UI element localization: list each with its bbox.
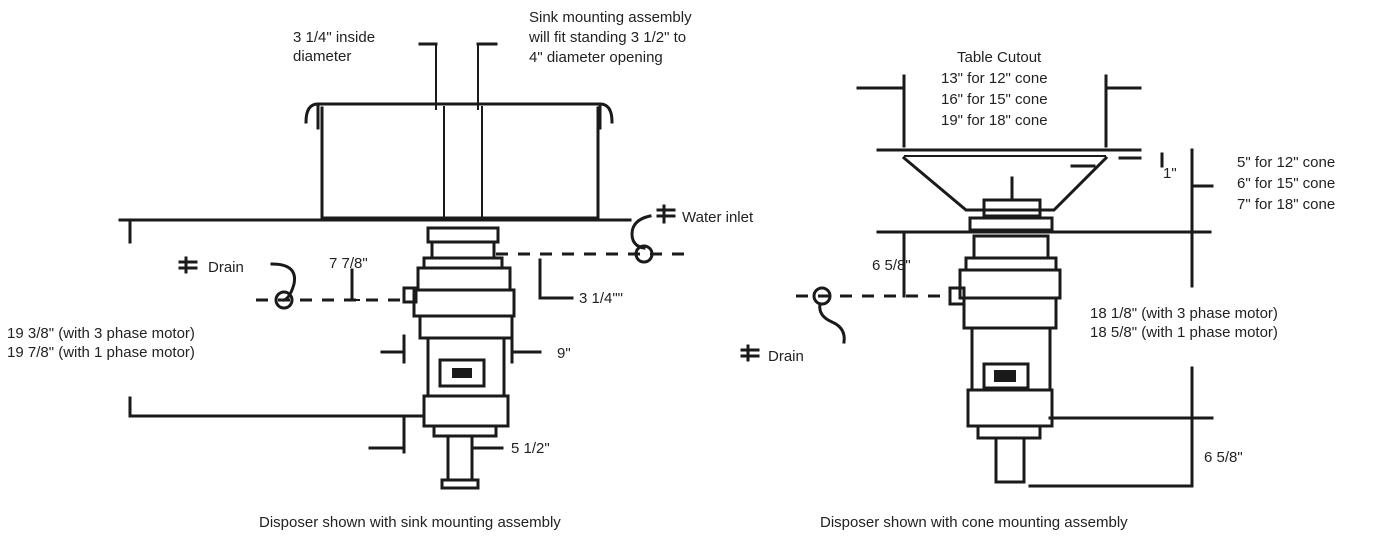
cone-mounting-drawing <box>740 74 1214 488</box>
dimension-1-inch <box>1070 152 1164 168</box>
dimension-3-1-4 <box>538 258 574 300</box>
dimension-9-inch <box>380 334 542 364</box>
sink-mounting-drawing <box>118 42 690 490</box>
inside-diameter-dimension <box>418 42 498 110</box>
mounting-note-line-3: 4" diameter opening <box>529 49 663 66</box>
overall-height-bracket <box>128 220 426 418</box>
dimension-9-label: 9" <box>557 345 571 362</box>
dimension-5-1-2 <box>368 416 504 454</box>
sink-water-inlet-pipe <box>496 214 690 264</box>
dimension-7-7-8 <box>346 268 360 302</box>
water-inlet-label: Water inlet <box>682 209 754 226</box>
cone-caption: Disposer shown with cone mounting assemb… <box>820 514 1128 531</box>
centerline-symbol-icon <box>740 344 760 362</box>
sink-bowl <box>304 102 614 220</box>
mounting-note-line-2: will fit standing 3 1/2" to <box>528 29 686 46</box>
cone <box>901 155 1109 218</box>
height-1-phase-label-right: 18 5/8" (with 1 phase motor) <box>1090 324 1278 341</box>
cone-drain-pipe <box>796 286 950 344</box>
height-3-phase-label-right: 18 1/8" (with 3 phase motor) <box>1090 305 1278 322</box>
depth-12-label: 5" for 12" cone <box>1237 154 1335 171</box>
inside-diameter-label-2: diameter <box>293 48 351 65</box>
sink-disposer-body <box>402 226 516 490</box>
centerline-symbol-icon <box>178 204 676 274</box>
sink-drain-pipe <box>256 262 404 310</box>
drain-label-left: Drain <box>208 259 244 276</box>
table-cutout-dimension <box>856 74 1142 148</box>
dimension-6-5-8-lower <box>1028 418 1194 488</box>
cone-height-bracket <box>1048 232 1214 420</box>
height-3-phase-label-left: 19 3/8" (with 3 phase motor) <box>7 325 195 342</box>
dimension-7-7-8-label: 7 7/8" <box>329 255 368 272</box>
sink-caption: Disposer shown with sink mounting assemb… <box>259 514 561 531</box>
cutout-15-label: 16" for 15" cone <box>941 91 1048 108</box>
cutout-12-label: 13" for 12" cone <box>941 70 1048 87</box>
drain-label-right: Drain <box>768 348 804 365</box>
inside-diameter-label: 3 1/4" inside <box>293 29 375 46</box>
dimension-6-5-8-upper-label: 6 5/8" <box>872 257 911 274</box>
depth-15-label: 6" for 15" cone <box>1237 175 1335 192</box>
dimension-1-label: 1" <box>1163 165 1177 182</box>
cutout-18-label: 19" for 18" cone <box>941 112 1048 129</box>
cone-depth-bracket <box>1190 148 1214 234</box>
table-cutout-label: Table Cutout <box>957 49 1042 66</box>
depth-18-label: 7" for 18" cone <box>1237 196 1335 213</box>
dimension-3-1-4-label: 3 1/4"" <box>579 290 623 307</box>
dimension-5-1-2-label: 5 1/2" <box>511 440 550 457</box>
cone-disposer-body <box>948 216 1062 484</box>
height-1-phase-label-left: 19 7/8" (with 1 phase motor) <box>7 344 195 361</box>
mounting-note-line-1: Sink mounting assembly <box>529 9 692 26</box>
dimension-6-5-8-lower-label: 6 5/8" <box>1204 449 1243 466</box>
